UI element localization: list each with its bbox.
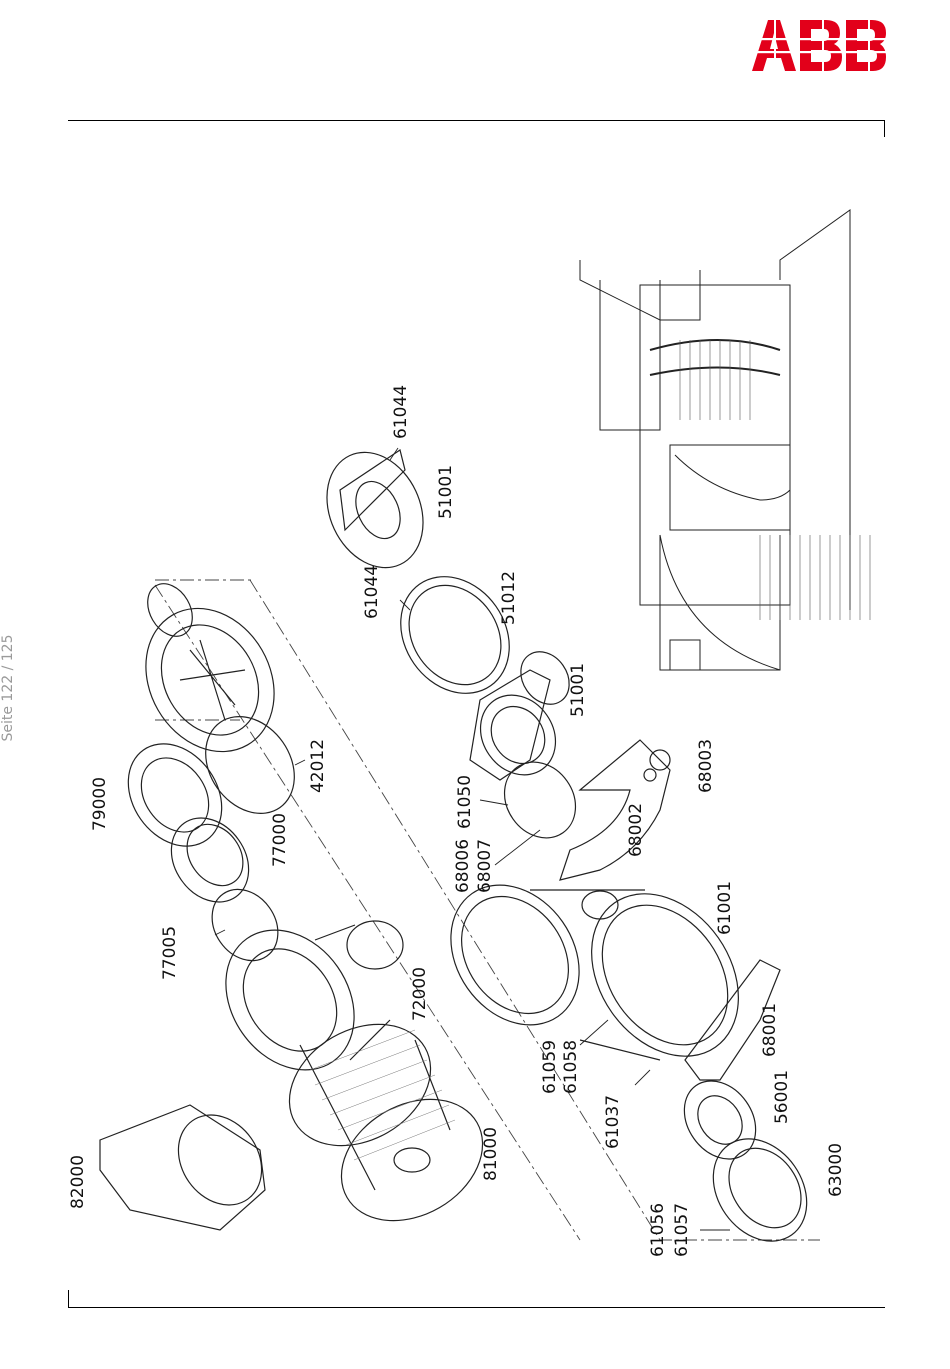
header-rule-tick [884,120,885,137]
part-51001-lower [465,642,579,789]
abb-logo [750,18,886,73]
part-51001-upper [309,437,441,584]
part-compressor-assembly [121,576,300,775]
page-number: Seite 122 / 125 [0,634,16,741]
header-rule [68,120,885,121]
exploded-view-drawing [60,200,890,1260]
part-61050-oring [490,748,590,851]
part-77000-nozzle-ring [156,803,265,917]
part-77005-ring [199,877,292,974]
sectional-view [580,210,870,670]
footer-rule-tick [68,1290,69,1307]
part-82000-hood [100,1099,279,1230]
footer-rule [68,1307,885,1308]
part-56001-disk [670,1067,771,1173]
part-79000-plate [109,726,241,864]
part-81000-silencer [268,1000,505,1245]
part-68002-68003-bracket [560,740,670,880]
part-42012-ring [187,699,312,830]
